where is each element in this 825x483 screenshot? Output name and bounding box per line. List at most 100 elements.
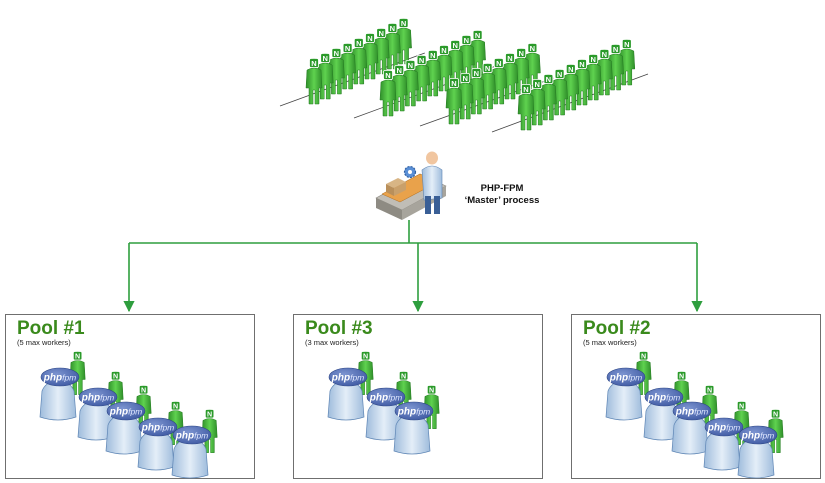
nginx-badge-label: N [430,51,435,60]
nginx-badge-label: N [641,352,646,360]
nginx-badge-label: N [534,80,539,89]
php-fpm-badge-label: phpfpm [141,423,175,434]
php-fpm-badge-label: phpfpm [741,431,775,442]
pool-subtitle: (5 max workers) [17,338,71,347]
nginx-badge-label: N [401,19,406,28]
nginx-badge-label: N [322,54,327,63]
nginx-worker-icon: N [379,70,397,117]
pool-subtitle: (5 max workers) [583,338,637,347]
nginx-badge-label: N [367,34,372,43]
nginx-badge-label: N [464,36,469,45]
nginx-badge-label: N [401,372,406,380]
nginx-badge-label: N [345,44,350,53]
nginx-badge-label: N [334,49,339,58]
nginx-badge-label: N [485,64,490,73]
nginx-badge-label: N [518,49,523,58]
php-fpm-badge-label: phpfpm [43,373,77,384]
nginx-badge-label: N [378,29,383,38]
nginx-badge-label: N [773,410,778,418]
nginx-badge-label: N [474,69,479,78]
php-fpm-badge-label: phpfpm [609,373,643,384]
php-fpm-badge-label: phpfpm [397,407,431,418]
nginx-badge-label: N [624,40,629,49]
nginx-badge-label: N [75,352,80,360]
nginx-badge-label: N [452,41,457,50]
nginx-badge-label: N [173,402,178,410]
nginx-badge-label: N [475,31,480,40]
pool-title: Pool #3 [305,318,373,339]
nginx-badge-label: N [451,79,456,88]
nginx-badge-label: N [679,372,684,380]
nginx-badge-label: N [557,70,562,79]
php-fpm-badge-label: phpfpm [331,373,365,384]
master-process-label: PHP-FPM ‘Master’ process [452,183,552,207]
nginx-badge-label: N [707,386,712,394]
php-fpm-badge-label: phpfpm [707,423,741,434]
nginx-badge-label: N [546,75,551,84]
nginx-badge-label: N [141,386,146,394]
nginx-badge-label: N [523,85,528,94]
php-fpm-badge-label: phpfpm [675,407,709,418]
nginx-badge-label: N [385,71,390,80]
pool-title: Pool #1 [17,318,85,339]
nginx-worker-icon: N [517,84,535,131]
nginx-badge-label: N [568,65,573,74]
nginx-worker-icon: N [490,58,508,105]
nginx-badge-label: N [441,46,446,55]
nginx-badge-label: N [363,352,368,360]
nginx-badge-label: N [530,44,535,53]
php-fpm-badge-label: phpfpm [175,431,209,442]
nginx-badge-label: N [590,55,595,64]
nginx-badge-label: N [739,402,744,410]
php-fpm-badge-label: phpfpm [109,407,143,418]
master-label-line-2: ‘Master’ process [464,195,540,206]
php-fpm-badge-label: phpfpm [647,393,681,404]
nginx-badge-label: N [311,59,316,68]
nginx-badge-label: N [429,386,434,394]
connector-lines [123,220,703,313]
nginx-worker-icon: N [339,43,356,90]
master-label-line-1: PHP-FPM [480,183,524,194]
nginx-badge-label: N [579,60,584,69]
nginx-worker-icon: N [372,28,390,75]
nginx-worker-icon: N [305,58,323,105]
php-fpm-badge-label: phpfpm [81,393,115,404]
nginx-badge-label: N [613,45,618,54]
pool-subtitle: (3 max workers) [305,338,359,347]
pool-title: Pool #2 [583,318,651,339]
nginx-badge-label: N [207,410,212,418]
php-fpm-badge-label: phpfpm [369,393,403,404]
nginx-badge-label: N [390,24,395,33]
nginx-badge-label: N [602,50,607,59]
nginx-badge-label: N [462,74,467,83]
nginx-badge-label: N [408,61,413,70]
nginx-badge-label: N [356,39,361,48]
nginx-badge-label: N [507,54,512,63]
nginx-badge-label: N [419,56,424,65]
master-process-icon [375,151,447,220]
nginx-badge-label: N [396,66,401,75]
nginx-badge-label: N [113,372,118,380]
nginx-badge-label: N [496,59,501,68]
nginx-worker-icon: N [445,78,463,125]
